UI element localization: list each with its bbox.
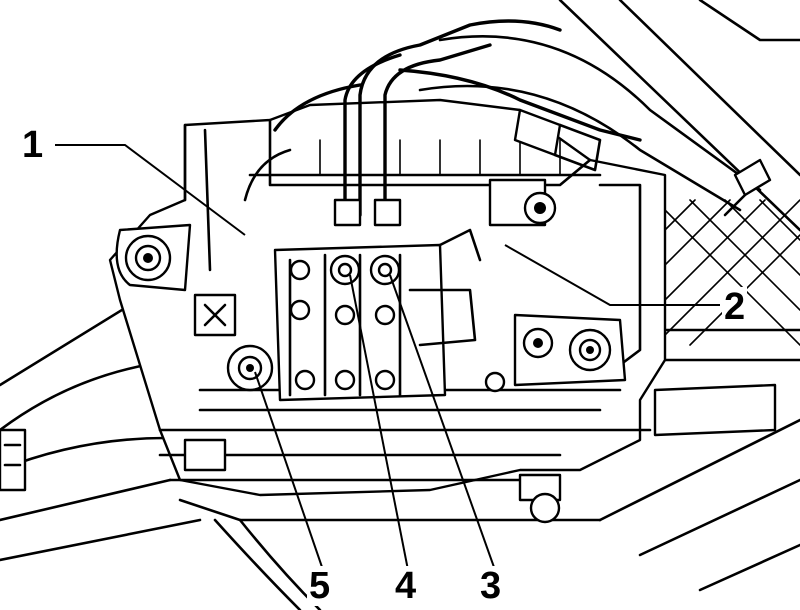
callout-2: 2	[722, 286, 748, 328]
lower-bracket	[183, 438, 562, 524]
trim-panel-left	[0, 303, 322, 610]
right-mount-bolts	[484, 191, 627, 393]
callout-4: 4	[393, 565, 419, 607]
left-mount-bracket	[115, 223, 237, 337]
callout-1: 1	[20, 124, 46, 166]
hatch-grid	[654, 199, 800, 346]
trim-panel-top-right	[418, 0, 800, 592]
callout-3: 3	[478, 565, 504, 607]
ground-stud	[226, 344, 274, 392]
cable-harness	[243, 19, 772, 217]
leader-lines	[55, 144, 720, 571]
callout-5: 5	[307, 565, 333, 607]
